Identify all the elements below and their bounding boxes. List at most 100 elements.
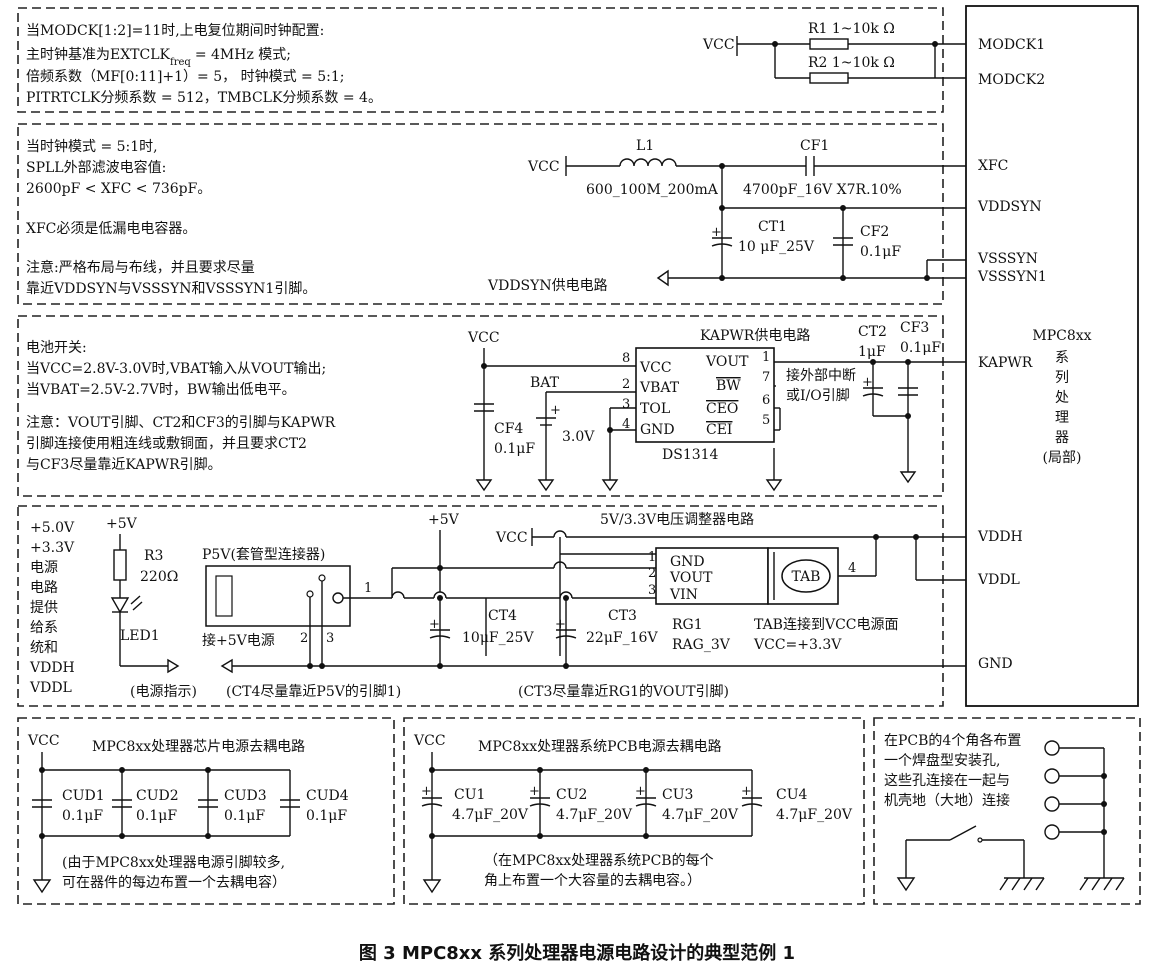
cf1-label: CF1	[800, 138, 829, 154]
ic-pin-number: 1	[762, 350, 770, 365]
cud-capacitors	[32, 767, 300, 839]
vcc-label: VCC	[413, 733, 446, 749]
resistor-r3	[113, 549, 127, 581]
ic-pin-label: VCC	[639, 360, 672, 376]
pcb-holes-note: 一个焊盘型安装孔,	[884, 752, 1000, 769]
tab-label: TAB	[792, 569, 821, 585]
battery-note-line: 与CF3尽量靠近KAPWR引脚。	[26, 457, 222, 473]
plus-sign: +	[862, 375, 873, 390]
resistor-r2	[809, 72, 849, 84]
processor-label: 系	[1055, 350, 1069, 366]
modck-region	[17, 7, 944, 113]
regulator-circuit-label: 5V/3.3V电压调整器电路	[600, 512, 754, 528]
ct3-label: CT3	[608, 608, 637, 624]
ct1-label: CT1	[758, 219, 787, 235]
r3-value: 220Ω	[140, 569, 178, 585]
ct2-value: 1μF	[858, 344, 886, 360]
power-indicator-label: (电源指示)	[130, 684, 197, 700]
rg-pin-label: VIN	[669, 587, 698, 603]
ic-pin-number: 8	[622, 351, 630, 366]
ic-pin-number: 5	[762, 413, 770, 428]
cu-value: 4.7μF_20V	[452, 807, 529, 823]
cf2-label: CF2	[860, 224, 889, 240]
xfc-note-line: 2600pF < XFC < 736pF。	[26, 181, 211, 197]
modck-note-line: 倍频系数（MF[0:11]+1）= 5， 时钟模式 = 5:1;	[26, 68, 344, 85]
p5v-pin-number: 1	[364, 581, 372, 596]
ic-pin-label: VBAT	[639, 380, 680, 396]
chip-decouple-note: (由于MPC8xx处理器电源引脚较多,	[62, 854, 285, 871]
supply-note-line: 电路	[30, 580, 58, 596]
rg1-value: RAG_3V	[672, 637, 731, 653]
cud-value: 0.1μF	[136, 808, 177, 824]
battery-note-line: 当VBAT=2.5V-2.7V时，BW输出低电平。	[26, 382, 296, 398]
vcc-label: VCC	[702, 37, 735, 53]
cu-value: 4.7μF_20V	[662, 807, 739, 823]
led1-label: LED1	[120, 628, 160, 644]
ic-pin-label: GND	[640, 422, 675, 438]
modck-note-line: 主时钟基准为EXTCLKfreq= 4MHz 模式;	[26, 46, 291, 68]
supply-note-line: 统和	[30, 640, 58, 656]
cf4-value: 0.1μF	[494, 441, 535, 457]
plus5v-label: +5V	[428, 512, 460, 528]
ground-switch	[896, 825, 1045, 892]
processor-label: 列	[1055, 370, 1069, 386]
pcb-decouple-region	[403, 717, 865, 905]
r3-label: R3	[144, 548, 163, 564]
cu-label: CU4	[776, 787, 808, 803]
ds1314-label: DS1314	[662, 447, 719, 463]
pin-label: VDDL	[977, 572, 1020, 588]
ground-symbol	[601, 479, 619, 492]
vcc-label: VCC	[495, 530, 528, 546]
rg-pin-label: GND	[670, 554, 705, 570]
processor-block	[965, 5, 1139, 707]
r1-label: R1 1~10k Ω	[808, 21, 895, 37]
processor-label: 理	[1055, 410, 1069, 426]
processor-name: MPC8xx	[1032, 328, 1091, 344]
pcb-holes-note: 在PCB的4个角各布置	[884, 733, 1021, 749]
processor-label: 器	[1055, 430, 1069, 446]
vcc-label: VCC	[527, 159, 560, 175]
ground-symbol	[220, 658, 233, 674]
supply-note-line: 电源	[30, 560, 58, 576]
pin-label: GND	[978, 656, 1013, 672]
ic-ds1314	[635, 347, 775, 443]
rg1-label: RG1	[672, 617, 703, 633]
pin-label: VSSSYN	[977, 251, 1038, 267]
led-diode	[110, 597, 130, 614]
ground-symbol	[656, 269, 669, 287]
l1-label: L1	[636, 138, 654, 154]
supply-note-line: VDDH	[29, 660, 75, 676]
ic-pin-label: BW	[716, 378, 741, 394]
modck-note-line: 当MODCK[1:2]=11时,上电复位期间时钟配置:	[26, 22, 324, 39]
p5v-label: P5V(套管型连接器)	[202, 546, 325, 563]
bat-value: 3.0V	[562, 429, 595, 445]
xfc-region	[17, 123, 944, 305]
plus-sign: +	[550, 403, 561, 418]
rg-pin-number: 3	[648, 583, 656, 598]
ct4-note: (CT4尽量靠近P5V的引脚1)	[226, 684, 401, 700]
connector-p5v	[205, 565, 351, 627]
tab-note: VCC=+3.3V	[753, 637, 842, 653]
p5v-pin-number: 2	[300, 631, 308, 646]
rg-pin-number: 2	[648, 566, 656, 581]
battery-note-line: 引脚连接使用粗连线或敷铜面，并且要求CT2	[26, 435, 307, 452]
cud-label: CUD1	[62, 788, 105, 804]
cud-label: CUD3	[224, 788, 267, 804]
ground-symbol	[899, 471, 917, 484]
tab-note: TAB连接到VCC电源面	[754, 616, 899, 633]
cu-label: CU2	[556, 787, 587, 803]
figure-caption: 图 3 MPC8xx 系列处理器电源电路设计的典型范例 1	[359, 942, 795, 964]
ic-pin-label: VOUT	[705, 354, 749, 370]
regulator-region	[17, 505, 944, 707]
ground-symbol	[765, 479, 783, 492]
ic-pin-number: 4	[622, 417, 630, 432]
l1-value: 600_100M_200mA	[586, 182, 719, 198]
led-arrow	[130, 595, 141, 605]
inductor-l1	[619, 158, 677, 167]
ic-pin-number: 6	[762, 393, 770, 408]
ic-pin-label: CEI	[706, 422, 732, 438]
pcb-holes-region	[873, 717, 1141, 905]
ic-pin-label: TOL	[640, 401, 670, 417]
interrupt-note: 接外部中断	[786, 367, 856, 384]
